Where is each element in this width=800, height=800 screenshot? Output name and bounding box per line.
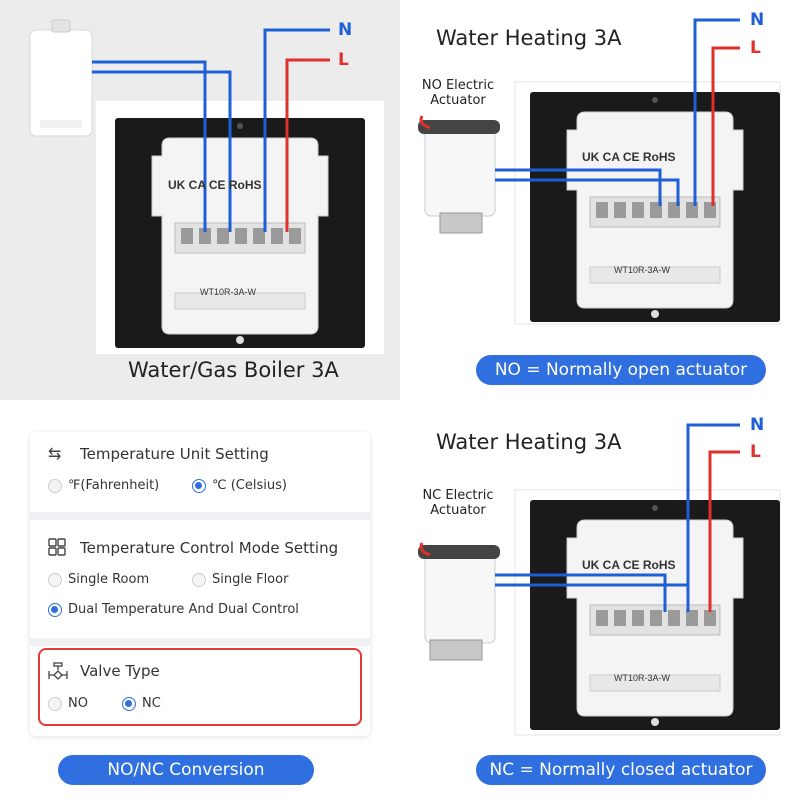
radio-circle[interactable] (192, 572, 206, 587)
nc-pill: NC = Normally closed actuator (476, 755, 766, 785)
control-mode-section: Temperature Control Mode Setting Single … (30, 520, 370, 638)
option-label: Single Room (68, 572, 150, 587)
radio-circle[interactable] (48, 478, 62, 493)
option-label: Single Floor (212, 572, 289, 587)
option-label: NO (68, 696, 88, 711)
conversion-pill: NO/NC Conversion (58, 755, 314, 785)
divider (30, 638, 370, 646)
neutral-label: N (750, 10, 765, 30)
section-title: Temperature Unit Setting (80, 445, 269, 463)
live-label: L (338, 50, 349, 70)
radio-circle[interactable] (48, 602, 62, 617)
radio-no[interactable]: NO (48, 696, 88, 711)
no-actuator-label: NO Electric Actuator (421, 78, 495, 108)
radio-celsius[interactable]: ℃ (Celsius) (192, 478, 287, 493)
settings-card: ⇆ Temperature Unit Setting ℉(Fahrenheit)… (30, 432, 370, 736)
no-pill: NO = Normally open actuator (476, 355, 766, 385)
valve-type-highlight (38, 648, 362, 726)
valve-type-section: Valve Type NO NC (30, 646, 370, 736)
device-model: WT10R-3A-W (614, 673, 670, 683)
option-label: NC (142, 696, 161, 711)
boiler-title: Water/Gas Boiler 3A (128, 358, 339, 382)
section-title: Temperature Control Mode Setting (80, 539, 339, 557)
temperature-unit-section: ⇆ Temperature Unit Setting ℉(Fahrenheit)… (30, 432, 370, 512)
device-model: WT10R-3A-W (200, 287, 256, 297)
radio-single-room[interactable]: Single Room (48, 572, 149, 587)
device-model: WT10R-3A-W (614, 265, 670, 275)
radio-fahrenheit[interactable]: ℉(Fahrenheit) (48, 478, 159, 493)
live-label: L (750, 442, 761, 462)
radio-circle[interactable] (122, 696, 136, 711)
radio-circle[interactable] (48, 572, 62, 587)
grid-icon (48, 538, 70, 558)
device-marks: UK CA CE RoHS (168, 178, 262, 192)
radio-nc[interactable]: NC (122, 696, 161, 711)
option-label: ℃ (Celsius) (212, 478, 287, 493)
water-heating-no-title: Water Heating 3A (436, 26, 622, 50)
device-marks: UK CA CE RoHS (582, 150, 676, 164)
section-title: Valve Type (80, 662, 160, 680)
radio-circle[interactable] (48, 696, 62, 711)
neutral-label: N (338, 20, 353, 40)
valve-icon (48, 662, 70, 682)
neutral-label: N (750, 415, 765, 435)
divider (30, 512, 370, 520)
water-heating-nc-title: Water Heating 3A (436, 430, 622, 454)
radio-circle[interactable] (192, 478, 206, 493)
live-label: L (750, 38, 761, 58)
swap-arrows-icon: ⇆ (48, 446, 62, 463)
nc-actuator-label: NC Electric Actuator (422, 488, 494, 518)
device-marks: UK CA CE RoHS (582, 558, 676, 572)
option-label: Dual Temperature And Dual Control (68, 602, 299, 617)
radio-single-floor[interactable]: Single Floor (192, 572, 288, 587)
radio-dual-control[interactable]: Dual Temperature And Dual Control (48, 602, 299, 617)
option-label: ℉(Fahrenheit) (68, 478, 160, 493)
